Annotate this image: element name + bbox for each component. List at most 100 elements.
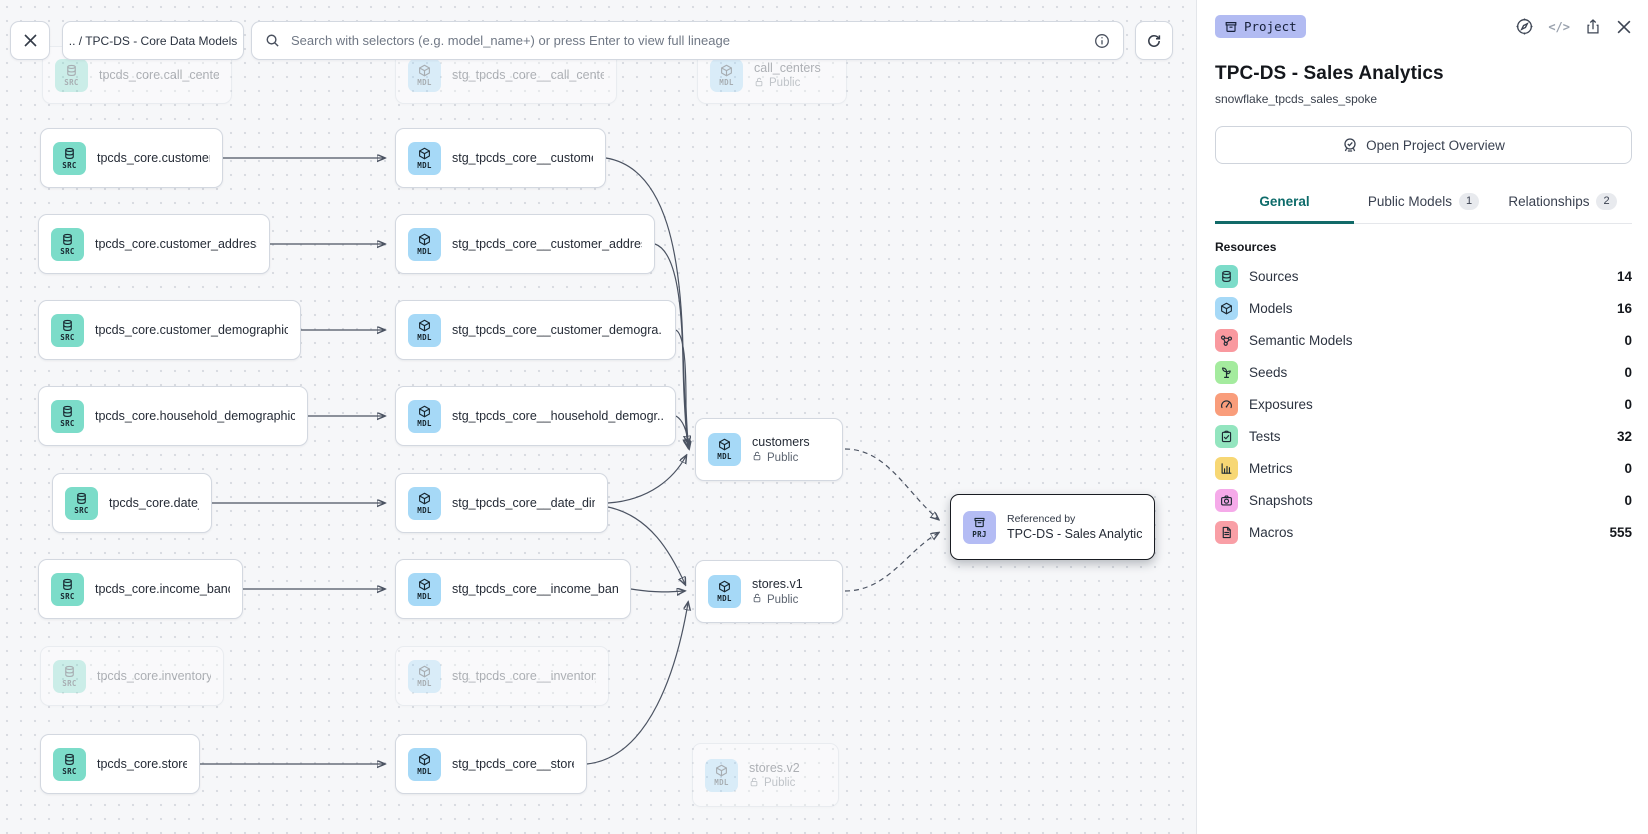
- lineage-edge: [607, 506, 685, 584]
- refresh-button[interactable]: [1135, 21, 1173, 60]
- resource-count: 0: [1624, 492, 1632, 508]
- close-panel-button[interactable]: [1616, 19, 1632, 35]
- cube-icon: MDL: [408, 659, 441, 693]
- resource-count: 0: [1624, 460, 1632, 476]
- resource-label: Seeds: [1249, 364, 1288, 380]
- node-label: stg_tpcds_core__customer: [452, 151, 593, 165]
- tab-general[interactable]: General: [1215, 184, 1354, 224]
- clipboard-check-icon: [1215, 424, 1238, 448]
- lineage-edge: [630, 589, 684, 592]
- panel-header: Project </>: [1215, 15, 1632, 38]
- info-icon[interactable]: [1094, 33, 1110, 49]
- semantic-icon: [1215, 328, 1238, 352]
- seed-icon: [1215, 360, 1238, 384]
- graph-node-src-customer-demographics[interactable]: SRC tpcds_core.customer_demographics: [38, 300, 301, 360]
- panel-tabs: General Public Models 1 Relationships 2: [1215, 184, 1632, 224]
- node-label: stg_tpcds_core__store: [452, 757, 574, 771]
- node-label: tpcds_core.customer: [97, 151, 210, 165]
- resource-label: Semantic Models: [1249, 332, 1353, 348]
- resource-label: Macros: [1249, 524, 1294, 540]
- node-label: tpcds_core.customer_address: [95, 237, 257, 251]
- resource-row-seeds[interactable]: Seeds 0: [1215, 356, 1632, 388]
- gauge-icon: [1215, 392, 1238, 416]
- close-lineage-button[interactable]: [10, 21, 50, 60]
- tab-public-models[interactable]: Public Models 1: [1354, 184, 1493, 224]
- project-badge-label: Project: [1244, 19, 1297, 34]
- tab-relationships[interactable]: Relationships 2: [1493, 184, 1632, 224]
- resource-row-semantic-models[interactable]: Semantic Models 0: [1215, 324, 1632, 356]
- resource-count: 0: [1624, 332, 1632, 348]
- share-button[interactable]: [1584, 18, 1602, 36]
- database-icon: SRC: [51, 399, 84, 433]
- database-icon: SRC: [53, 141, 86, 175]
- project-icon: [1225, 21, 1237, 32]
- close-icon: [23, 34, 37, 47]
- database-icon: SRC: [51, 227, 84, 261]
- resources-header: Resources: [1215, 240, 1277, 254]
- tab-public-models-badge: 1: [1458, 193, 1480, 210]
- explore-lineage-button[interactable]: [1515, 17, 1534, 36]
- tab-public-models-label: Public Models: [1367, 194, 1452, 209]
- graph-node-src-customer[interactable]: SRC tpcds_core.customer: [40, 128, 223, 188]
- resource-count: 32: [1616, 428, 1632, 444]
- node-label: tpcds_core.date_dim: [109, 496, 199, 510]
- database-icon: [1215, 264, 1238, 288]
- database-icon: SRC: [51, 313, 84, 347]
- resource-count: 0: [1624, 364, 1632, 380]
- node-label: stg_tpcds_core__inventory: [452, 669, 596, 683]
- node-label: customers: [752, 435, 810, 449]
- breadcrumb[interactable]: .. / TPC-DS - Core Data Models: [62, 21, 244, 60]
- node-label: tpcds_core.customer_demographics: [95, 323, 288, 337]
- camera-icon: [1215, 488, 1238, 512]
- node-label: stg_tpcds_core__customer_address: [452, 237, 642, 251]
- code-view-button[interactable]: </>: [1548, 19, 1570, 34]
- search-input[interactable]: [289, 32, 1085, 49]
- node-label: stg_tpcds_core__date_dim: [452, 496, 595, 510]
- graph-node-mdl-inventory[interactable]: MDL stg_tpcds_core__inventory: [395, 646, 609, 706]
- overview-icon: [1344, 138, 1356, 152]
- graph-node-src-household-demographics[interactable]: SRC tpcds_core.household_demographics: [38, 386, 308, 446]
- database-icon: SRC: [51, 572, 84, 606]
- search-icon: [266, 34, 279, 47]
- node-label: tpcds_core.household_demographics: [95, 409, 295, 423]
- node-referenced-by: Referenced by: [1007, 513, 1076, 525]
- archive-icon: PRJ: [963, 510, 996, 544]
- open-project-overview-button[interactable]: Open Project Overview: [1215, 126, 1632, 164]
- node-label: call_centers: [754, 60, 821, 75]
- project-type-badge: Project: [1215, 15, 1306, 38]
- resource-label: Exposures: [1249, 396, 1313, 412]
- graph-node-src-customer-address[interactable]: SRC tpcds_core.customer_address: [38, 214, 270, 274]
- cube-icon: [1215, 296, 1238, 320]
- project-schema-subtitle: snowflake_tpcds_sales_spoke: [1215, 92, 1378, 106]
- search-bar[interactable]: [251, 21, 1124, 60]
- tab-relationships-badge: 2: [1596, 193, 1617, 210]
- page-title: TPC-DS - Sales Analytics: [1215, 63, 1444, 84]
- node-label: stores.v2: [749, 760, 800, 775]
- cube-icon: MDL: [408, 313, 441, 347]
- cube-icon: MDL: [705, 758, 738, 792]
